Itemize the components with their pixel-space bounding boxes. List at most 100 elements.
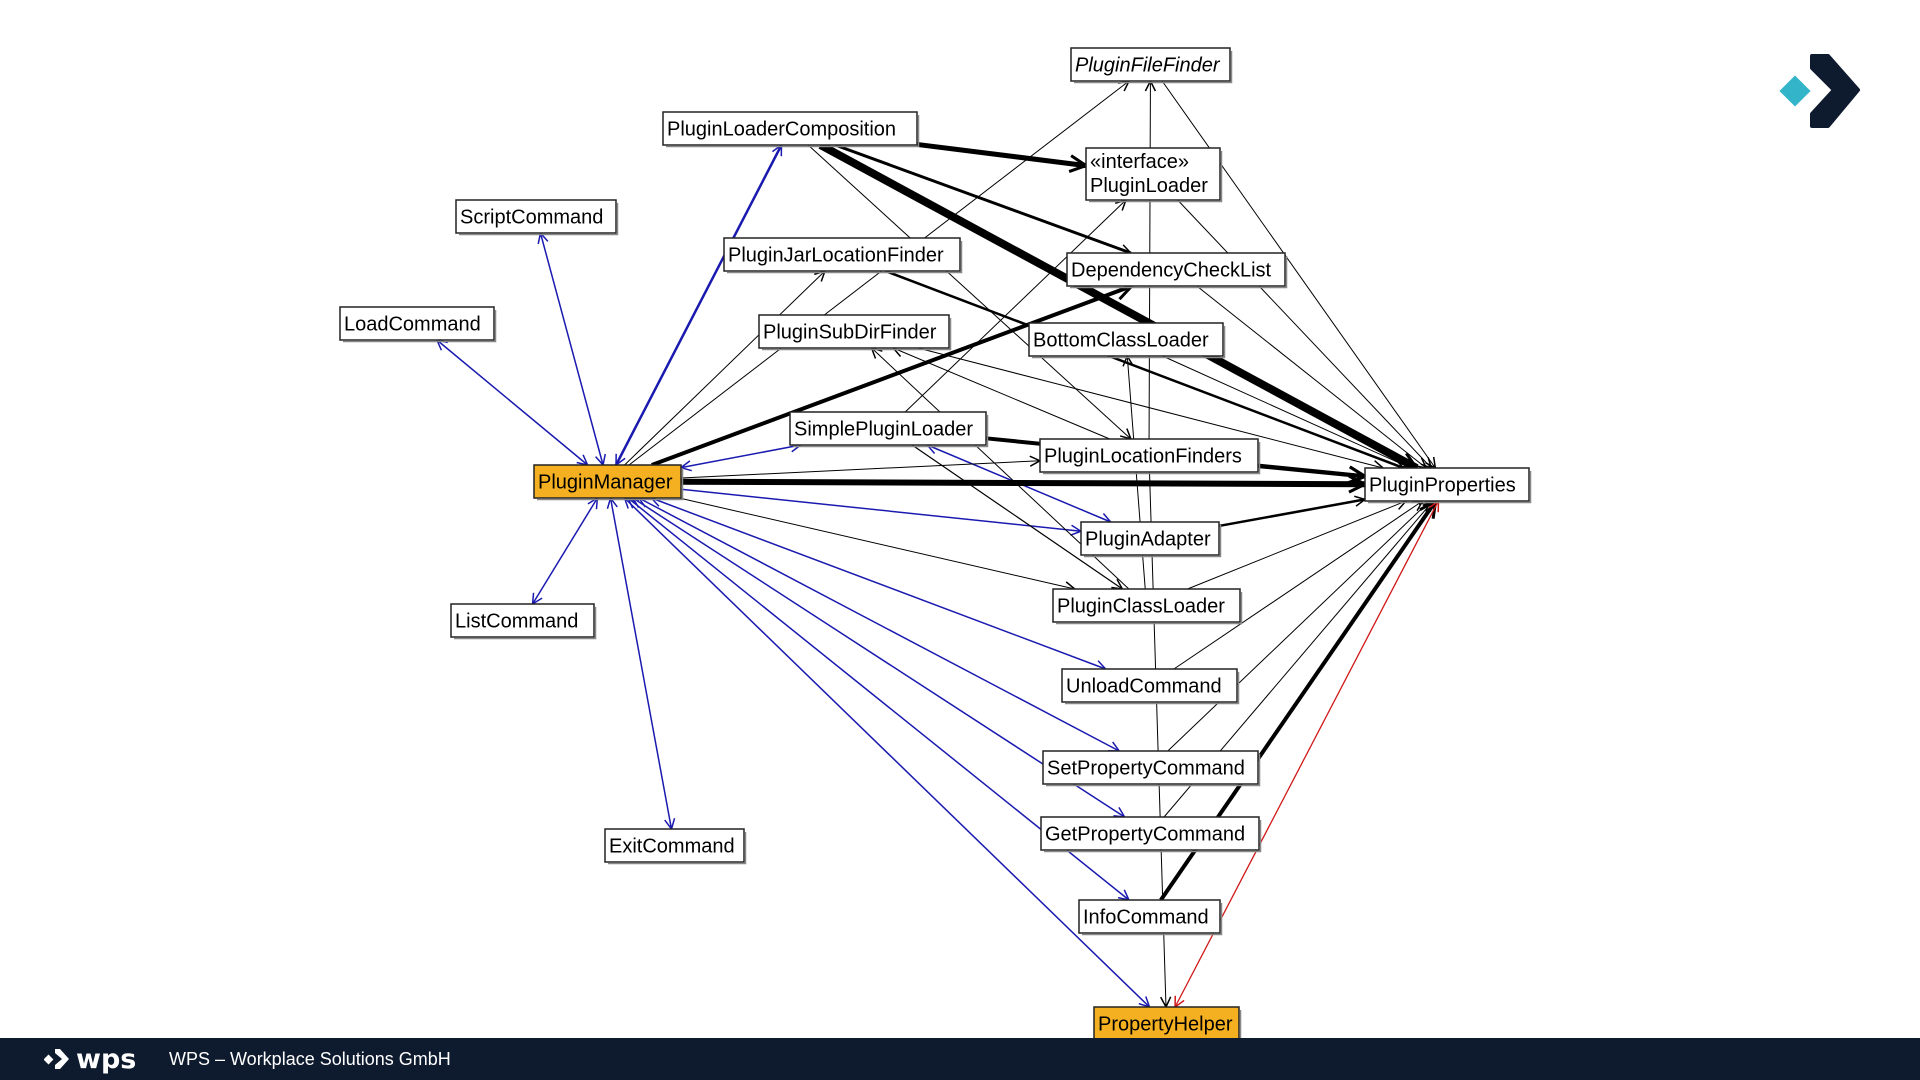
class-node-UnloadCommand[interactable]: UnloadCommand [1061,668,1240,705]
class-node-shadow [1044,820,1262,853]
class-node-PluginLocationFinders[interactable]: PluginLocationFinders [1039,438,1261,475]
class-node-box [1028,322,1224,357]
class-node-shadow [1082,903,1223,936]
edge-PluginManager-to-ListCommand [533,498,598,604]
class-node-label: PluginClassLoader [1057,596,1225,618]
class-node-box [1085,147,1221,201]
footer-logo: wps [44,1043,136,1075]
edge-PluginJarLocationFinder-to-PluginProperties [884,269,1403,468]
footer-logo-arrow-icon [44,1049,69,1069]
class-node-PluginClassLoader[interactable]: PluginClassLoader [1052,588,1243,625]
class-node-box [1093,1006,1240,1038]
class-node-label: SetPropertyCommand [1047,758,1245,780]
class-node-shadow [1239,1010,1242,1038]
class-node-GetPropertyCommand[interactable]: GetPropertyCommand [1040,816,1262,853]
wps-arrow-logo-icon [1779,54,1860,128]
class-node-shadow [537,468,684,501]
class-node-label: PluginLoaderComposition [667,119,896,141]
class-node-box [533,464,682,499]
edge-PluginLoaderComposition-to-PluginLoader [916,141,1086,165]
class-node-box [1080,521,1220,556]
class-node-shadow [762,318,952,351]
class-node-label: PluginLocationFinders [1044,446,1242,468]
class-node-label: SimplePluginLoader [794,419,973,441]
class-node-box [1039,438,1259,473]
class-node-PluginJarLocationFinder[interactable]: PluginJarLocationFinder [723,237,963,274]
class-node-label: PluginSubDirFinder [763,322,937,344]
edge-PluginManager-to-DependencyCheckList [651,286,1132,467]
class-node-box [789,411,987,446]
class-node-shadow [1070,256,1288,289]
class-node-shadow [343,310,497,343]
class-node-shadow [1074,51,1233,84]
class-node-PluginSubDirFinder[interactable]: PluginSubDirFinder [758,314,952,351]
class-node-PluginManager[interactable]: PluginManager [533,464,684,501]
edge-PluginManager-to-PluginProperties [680,482,1365,484]
class-node-PluginLoader[interactable]: «interface»PluginLoader [1085,147,1223,203]
class-node-shadow [459,203,619,236]
edge-PluginFileFinder-to-PluginProperties [1161,80,1435,468]
edge-DependencyCheckList-to-PluginProperties [1196,285,1426,468]
class-node-ExitCommand[interactable]: ExitCommand [604,828,747,865]
edge-PluginLoaderComposition-to-PluginProperties [818,141,1416,472]
class-node-label: ExitCommand [609,836,735,858]
class-node-LoadCommand[interactable]: LoadCommand [339,306,497,343]
class-node-shadow [454,607,597,640]
class-node-ListCommand[interactable]: ListCommand [450,603,597,640]
class-node-box [1066,252,1286,287]
class-node-BottomClassLoader[interactable]: BottomClassLoader [1028,322,1226,359]
class-node-PluginLoaderComposition[interactable]: PluginLoaderComposition [662,111,920,148]
class-node-label: LoadCommand [344,314,481,336]
class-node-box [604,828,745,863]
edge-PluginLocationFinders-to-PluginSubDirFinder [893,348,1110,440]
class-node-InfoCommand[interactable]: InfoCommand [1078,899,1223,936]
edge-PluginManager-to-PluginLoaderComposition [614,145,783,465]
class-node-shadow [1032,326,1226,359]
class-node-shadow [1084,525,1222,558]
edge-PluginSubDirFinder-to-PluginProperties [917,347,1383,468]
class-node-PluginFileFinder[interactable]: PluginFileFinder [1070,47,1233,84]
class-node-shadow [1368,471,1532,504]
class-node-SimplePluginLoader[interactable]: SimplePluginLoader [789,411,989,448]
class-node-shadow [1065,672,1240,705]
class-node-shadow [1046,754,1261,787]
edge-PluginManager-to-PluginJarLocationFinder [624,271,825,466]
edge-PluginManager-to-PropertyHelper [625,498,1150,1007]
class-node-shadow [1043,442,1261,475]
class-node-SetPropertyCommand[interactable]: SetPropertyCommand [1042,750,1261,787]
class-node-PluginAdapter[interactable]: PluginAdapter [1080,521,1222,558]
edge-PluginLoaderComposition-to-DependencyCheckList [834,143,1131,253]
class-node-box [1070,47,1231,82]
class-node-shadow [727,241,963,274]
class-node-box [1061,668,1238,703]
class-node-box [723,237,961,272]
class-node-box [450,603,595,638]
class-node-DependencyCheckList[interactable]: DependencyCheckList [1066,252,1288,289]
edge-PluginManager-to-PluginLocationFinders [680,461,1040,479]
class-node-ScriptCommand[interactable]: ScriptCommand [455,199,619,236]
edge-PluginManager-to-LoadCommand [437,340,588,465]
class-node-shadow [608,832,747,865]
class-node-PluginProperties[interactable]: PluginProperties [1364,467,1532,504]
edge-PluginManager-to-SimplePluginLoader [681,445,801,468]
class-node-PropertyHelper[interactable]: PropertyHelper [1093,1006,1242,1038]
class-node-box [1040,816,1260,851]
edge-SimplePluginLoader-to-PluginLoader [904,200,1126,413]
edge-BottomClassLoader-to-PluginProperties [1162,355,1411,468]
edge-PluginManager-to-PluginClassLoader [679,497,1075,589]
edge-SimplePluginLoader-to-PluginClassLoader [911,444,1122,589]
class-node-box [339,306,495,341]
edge-PluginLoaderComposition-to-PluginLocationFinders [807,144,1131,439]
class-node-box [662,111,918,146]
footer-company-name: WPS – Workplace Solutions GmbH [169,1049,451,1069]
edge-PluginManager-to-ScriptCommand [540,233,603,465]
class-node-shadow [1056,592,1243,625]
class-node-label: InfoCommand [1083,907,1209,929]
class-node-box [1042,750,1259,785]
class-node-box [1364,467,1530,502]
edge-PluginLoader-to-PluginProperties [1177,199,1432,468]
class-node-label: BottomClassLoader [1033,330,1209,352]
edge-PluginLocationFinders-to-PluginProperties [1257,464,1365,476]
